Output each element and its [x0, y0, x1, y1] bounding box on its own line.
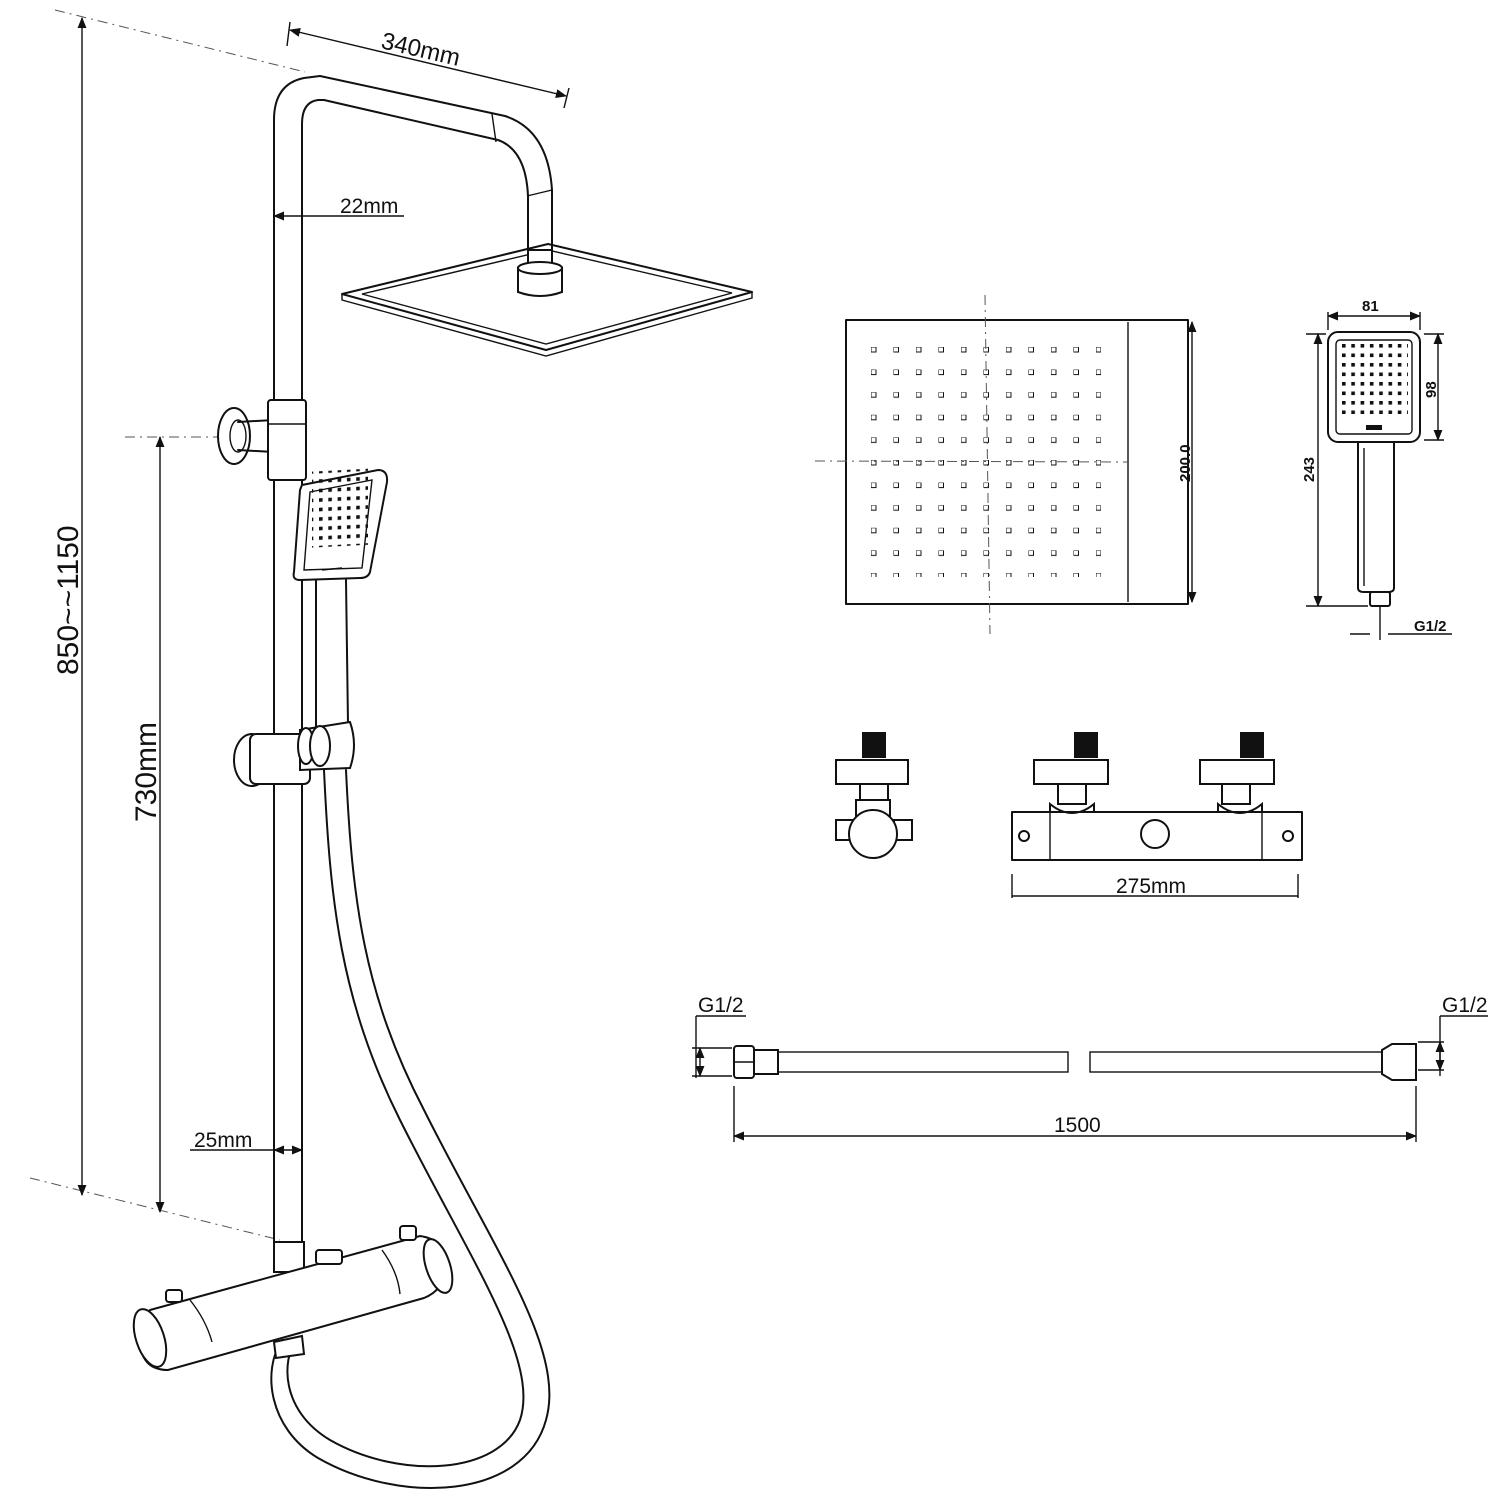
lower-pipe-diameter-label: 25mm — [194, 1129, 252, 1152]
upper-wall-bracket — [217, 399, 307, 481]
arm-length-label: 340mm — [379, 28, 463, 72]
overall-height-label: 850~~1150 — [52, 525, 85, 675]
thermostatic-valve-bar — [132, 1225, 454, 1372]
slide-holder — [233, 720, 355, 787]
arm-length-dimension: 340mm — [286, 21, 570, 109]
hand-length-label: 243 — [1301, 457, 1318, 482]
valve-front-view: 275mm — [1011, 732, 1303, 898]
overhead-shower-head — [341, 243, 753, 357]
upper-pipe-diameter-label: 22mm — [340, 195, 398, 218]
head-size-label: 200.0 — [1177, 444, 1194, 482]
lower-pipe-diameter-dimension: 25mm — [190, 1129, 304, 1155]
hand-thread-label: G1/2 — [1414, 618, 1447, 635]
shower-head-plan-view: 200.0 — [814, 294, 1197, 635]
hose-detail: G1/2 G1/2 1500 — [692, 994, 1488, 1142]
upper-pipe-diameter-dimension: 22mm — [272, 195, 404, 221]
overall-height-dimension: 850~~1150 — [29, 9, 306, 1241]
rail-height-label: 730mm — [130, 722, 163, 822]
hand-shower-mounted — [292, 468, 389, 729]
shower-hose — [270, 769, 551, 1489]
rail-height-dimension: 730mm — [125, 435, 222, 1214]
hand-head-height-label: 98 — [1423, 381, 1440, 398]
hand-width-label: 81 — [1362, 298, 1379, 315]
riser-pipe — [273, 75, 553, 1251]
hose-length-label: 1500 — [1054, 1114, 1101, 1137]
hose-thread-left-label: G1/2 — [698, 994, 744, 1017]
hand-shower-detail: 81 98 243 G1/2 — [1301, 298, 1452, 640]
valve-length-label: 275mm — [1116, 875, 1186, 898]
valve-side-view — [835, 732, 913, 859]
shower-column-assembly: 850~~1150 730mm 340mm — [29, 9, 753, 1489]
hose-thread-right-label: G1/2 — [1442, 994, 1488, 1017]
